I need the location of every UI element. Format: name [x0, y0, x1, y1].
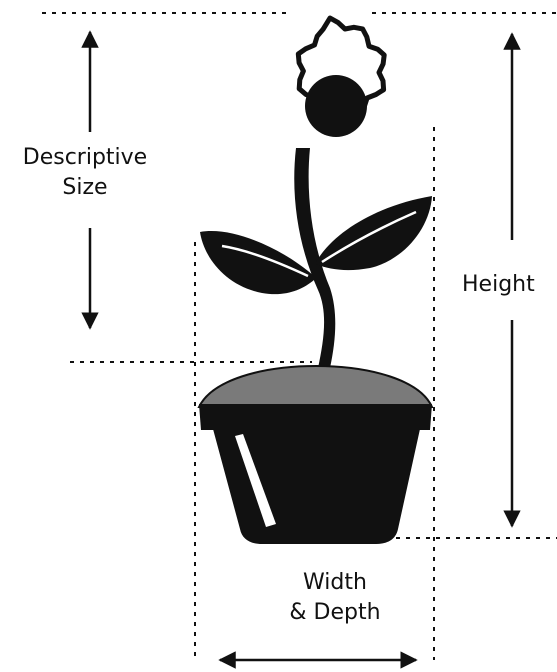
right-leaf-vein: [321, 210, 417, 264]
descriptive-size-label-line1: Descriptive: [22, 145, 148, 170]
pot-highlight: [235, 434, 276, 527]
descriptive-size-label-line2: Size: [62, 175, 108, 200]
left-leaf: [200, 231, 314, 295]
leaves: [200, 196, 432, 295]
width-depth-label-line2: & Depth: [289, 600, 381, 625]
width-depth-label-line1: Width: [303, 570, 367, 595]
guide-lines: [42, 12, 557, 660]
stem: [294, 148, 336, 368]
left-leaf-vein: [221, 244, 309, 278]
pot-icon: [197, 364, 434, 544]
soil: [197, 364, 434, 408]
flower-icon: [295, 15, 387, 137]
width-depth-label: Width & Depth: [245, 568, 425, 628]
pot-rim: [199, 404, 432, 430]
descriptive-size-label: Descriptive Size: [0, 143, 170, 203]
height-label: Height: [462, 272, 535, 297]
flower-center: [305, 75, 367, 137]
